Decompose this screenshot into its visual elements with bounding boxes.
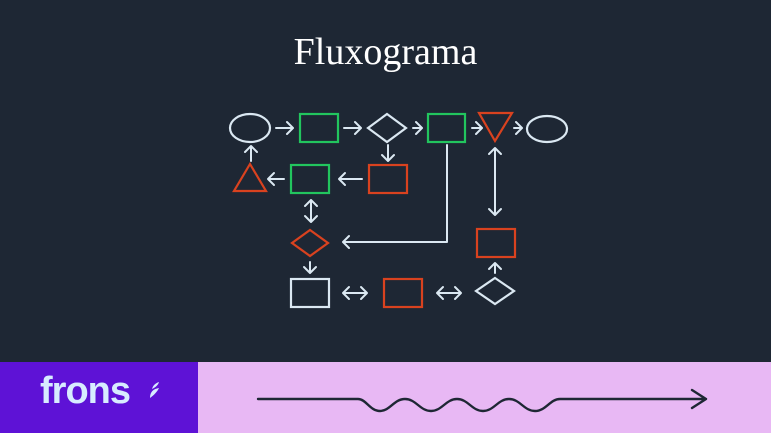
- edge-start-p1: [275, 121, 294, 135]
- edge-p6-p7: [342, 286, 368, 300]
- node-p5: [475, 227, 517, 259]
- edge-t2-start: [244, 145, 258, 162]
- wavy-arrow-icon: [256, 388, 708, 413]
- node-start: [228, 112, 272, 144]
- node-d3: [474, 276, 516, 306]
- edge-t1-p5: [488, 147, 502, 216]
- node-p7: [382, 277, 424, 309]
- edge-p4-p3: [338, 172, 363, 186]
- node-p2: [426, 112, 467, 144]
- leaf-icon: [150, 382, 159, 398]
- node-end: [525, 114, 569, 144]
- node-d2: [290, 228, 330, 258]
- decorative-band: [198, 362, 771, 433]
- node-t2: [232, 161, 268, 193]
- page-title: Fluxograma: [293, 31, 478, 73]
- edge-d1-p2: [412, 121, 423, 135]
- node-p3: [289, 163, 331, 195]
- node-p1: [298, 112, 340, 144]
- edge-d3-p5: [488, 262, 502, 274]
- brand-panel: frons: [0, 362, 198, 433]
- edge-p7-d3: [436, 286, 462, 300]
- footer-bar: frons: [0, 362, 771, 433]
- edge-p2-d2: [342, 144, 448, 249]
- edge-p2-t1: [471, 121, 483, 135]
- edge-d2-p6: [303, 261, 317, 274]
- edge-d1-p4: [381, 144, 395, 162]
- brand-logo: frons: [40, 370, 131, 412]
- flowchart: [228, 111, 569, 309]
- node-d1: [366, 112, 408, 144]
- edge-t1-end: [513, 121, 523, 135]
- node-p4: [367, 163, 409, 195]
- node-t1: [477, 111, 514, 144]
- edge-p3-d2: [304, 199, 318, 223]
- edge-p1-d1: [343, 121, 362, 135]
- node-p6: [289, 277, 331, 309]
- edge-p3-t2: [267, 172, 285, 186]
